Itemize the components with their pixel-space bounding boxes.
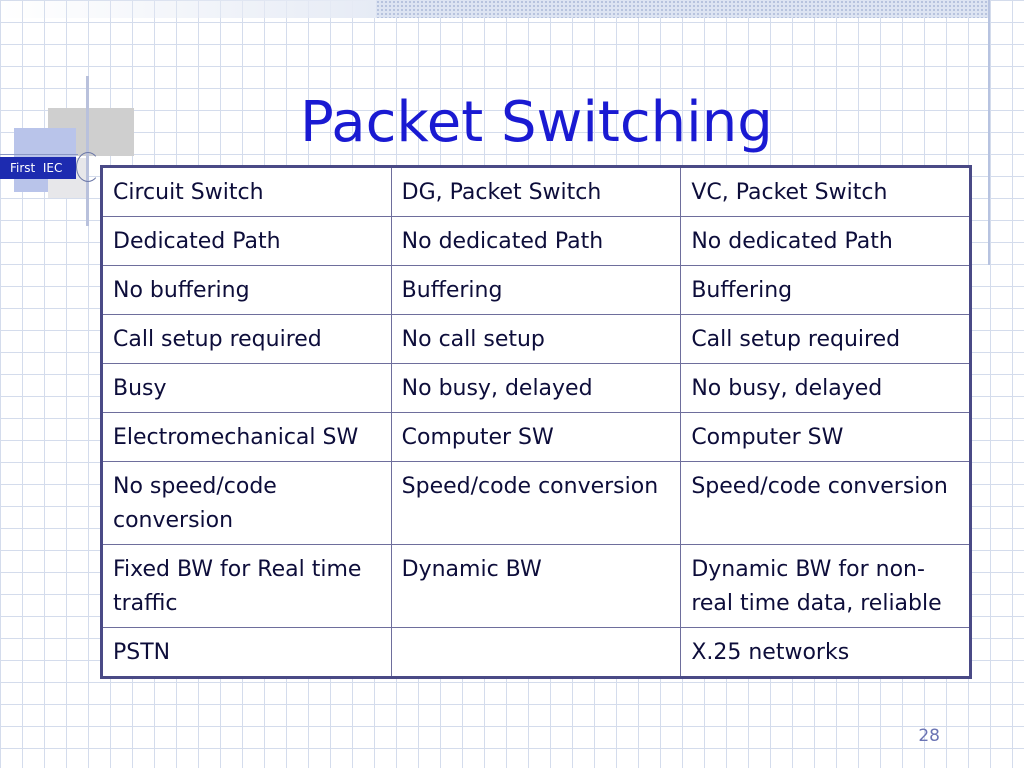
- table-row: Call setup required No call setup Call s…: [101, 314, 971, 364]
- table-cell: No dedicated Path: [680, 216, 971, 266]
- table-cell: No speed/code conversion: [101, 461, 392, 545]
- table-row: No speed/code conversion Speed/code conv…: [101, 461, 971, 545]
- table-cell: Computer SW: [680, 412, 971, 462]
- table-cell: Call setup required: [101, 314, 392, 364]
- page-number: 28: [918, 726, 940, 746]
- table-cell: PSTN: [101, 627, 392, 678]
- table-cell: No busy, delayed: [390, 363, 682, 413]
- table-cell: Speed/code conversion: [680, 461, 971, 545]
- decorative-horizontal-line: [0, 154, 78, 155]
- table-row: No buffering Buffering Buffering: [101, 265, 971, 315]
- table-row: Circuit Switch DG, Packet Switch VC, Pac…: [101, 166, 971, 217]
- table-row: Dedicated Path No dedicated Path No dedi…: [101, 216, 971, 266]
- table-cell: Computer SW: [390, 412, 682, 462]
- table-cell: Speed/code conversion: [390, 461, 682, 545]
- right-decorative-line: [988, 0, 990, 265]
- table-cell: No buffering: [101, 265, 392, 315]
- table-row: Busy No busy, delayed No busy, delayed: [101, 363, 971, 413]
- table-cell: Dynamic BW for non-real time data, relia…: [680, 544, 971, 628]
- table-cell: No dedicated Path: [390, 216, 682, 266]
- table-cell: Buffering: [680, 265, 971, 315]
- top-decorative-fade: [0, 0, 376, 18]
- first-iec-badge: First IEC: [0, 157, 76, 179]
- table-cell: Fixed BW for Real time traffic: [101, 544, 392, 628]
- table-cell: Dynamic BW: [390, 544, 682, 628]
- table-row: Fixed BW for Real time traffic Dynamic B…: [101, 544, 971, 628]
- comparison-table: Circuit Switch DG, Packet Switch VC, Pac…: [100, 165, 972, 679]
- table-cell: VC, Packet Switch: [680, 166, 971, 217]
- table-cell: [390, 627, 682, 678]
- table-row: Electromechanical SW Computer SW Compute…: [101, 412, 971, 462]
- badge-ring-decoration: [76, 152, 100, 182]
- table-cell: X.25 networks: [680, 627, 971, 678]
- table-cell: Busy: [101, 363, 392, 413]
- table-row: PSTN X.25 networks: [101, 627, 971, 678]
- table-cell: DG, Packet Switch: [390, 166, 682, 217]
- table-cell: Call setup required: [680, 314, 971, 364]
- top-dotted-band: [376, 0, 988, 18]
- table-cell: Circuit Switch: [101, 166, 392, 217]
- decorative-vertical-line: [86, 76, 89, 226]
- table-cell: Dedicated Path: [101, 216, 392, 266]
- slide-title: Packet Switching: [300, 90, 773, 155]
- table-cell: Electromechanical SW: [101, 412, 392, 462]
- table-cell: Buffering: [390, 265, 682, 315]
- table-cell: No busy, delayed: [680, 363, 971, 413]
- table-cell: No call setup: [390, 314, 682, 364]
